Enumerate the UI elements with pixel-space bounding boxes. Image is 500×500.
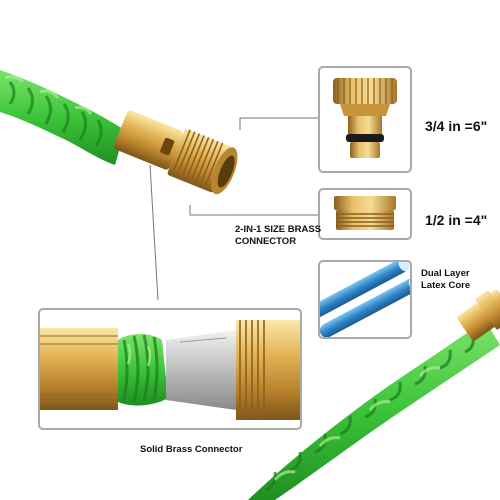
size-label-3-4: 3/4 in =6" <box>425 118 488 134</box>
latex-core-frame <box>318 260 412 339</box>
brass-connector-label: 2-IN-1 SIZE BRASS CONNECTOR <box>235 224 322 247</box>
solid-brass-frame <box>38 308 302 430</box>
solid-brass-image <box>40 320 300 420</box>
size-label-1-2: 1/2 in =4" <box>425 212 488 228</box>
latex-core-label: Dual Layer Latex Core <box>421 268 471 291</box>
green-hose-top <box>0 70 125 165</box>
leader-lines <box>149 117 318 301</box>
solid-brass-label: Solid Brass Connector <box>140 444 243 455</box>
latex-core-image <box>320 262 410 337</box>
brass-connector-main <box>113 110 238 195</box>
brass-tip <box>457 289 500 341</box>
green-hose-bottom <box>248 320 500 500</box>
adapter-1-2-image <box>334 196 396 230</box>
adapter-3-4-image <box>333 78 397 158</box>
adapter-3-4-frame <box>318 66 412 173</box>
adapter-1-2-frame <box>318 188 412 240</box>
